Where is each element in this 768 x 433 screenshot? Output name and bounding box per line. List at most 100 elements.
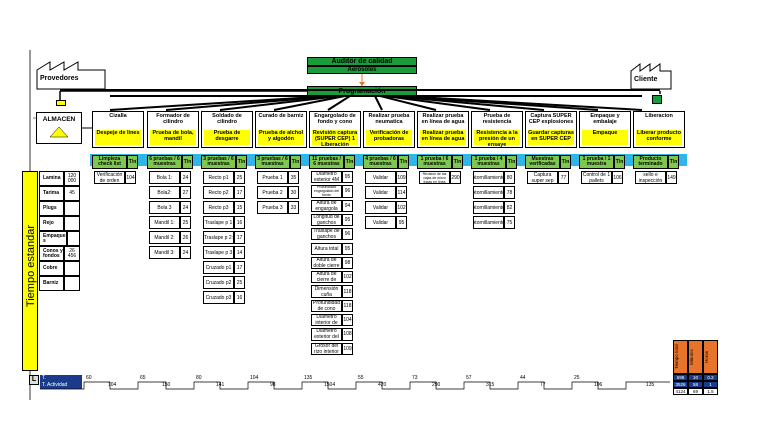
process-header: 3 pruebas / 6 muestras T/n	[201, 155, 247, 169]
process-header-label: Producto terminado	[633, 155, 668, 169]
process-item-value: 290	[450, 171, 461, 184]
process-item-label: Validar	[365, 201, 396, 214]
process-header-label: 1 prueba / 1 muestra	[579, 155, 614, 169]
summary-header-tiempo: Tiempo total	[673, 340, 688, 374]
process-header-tn: T/n	[668, 155, 679, 169]
process-header: Muestras verificadas T/n	[525, 155, 571, 169]
timeline-travel-value: 25	[574, 375, 580, 381]
process-header: 3 pruebas / 6 muestras T/n	[255, 155, 301, 169]
process-item-row: Bola 1: 24	[149, 171, 191, 184]
process-item-value: 26	[180, 231, 191, 244]
inventory-row: Lamina 120 000	[39, 171, 80, 186]
process-item-label: Cruzado p1	[203, 261, 234, 274]
process-header-tn: T/n	[506, 155, 517, 169]
process-item-value: 96	[342, 185, 353, 198]
process-box: Captura SUPER CEP explosiones Guardar ca…	[525, 111, 577, 148]
process-item-row: Verificación de orden 104	[94, 171, 136, 184]
process-box: Prueba de resistencia Resistencia a la p…	[471, 111, 523, 148]
process-header-label: 4 pruebas / 6 muestras	[363, 155, 398, 169]
timeline-activity-value: 106	[594, 382, 603, 388]
process-item-label: Validar	[365, 186, 396, 199]
inventory-item-value	[64, 276, 80, 291]
process-item-label: Traslape p 1	[203, 216, 234, 229]
process-box: Cizalla Despeje de lines	[92, 111, 144, 148]
inventory-item-value	[64, 201, 80, 216]
summary-cell: 69	[688, 388, 703, 395]
process-item-value: 106	[612, 171, 623, 184]
process-box: Curado de barniz Prueba de alchol y algo…	[255, 111, 307, 148]
process-header: 1 prueba / 1 muestra T/n	[579, 155, 625, 169]
process-item-label: Profundidad de cono	[311, 299, 342, 312]
inventory-item-label: Cobre	[39, 261, 64, 276]
process-item-label: Captura super sep	[527, 171, 558, 184]
process-title: Curado de barniz	[258, 113, 304, 119]
tiempo-estandar-bar	[22, 171, 38, 371]
suppliers-label: Provedores	[40, 75, 79, 82]
process-item-row: Altura de engargola 94	[311, 199, 353, 212]
process-header: 11 pruebas / 6 muestras T/n	[309, 155, 355, 169]
process-item-row: Validar 95	[365, 216, 407, 229]
timeline-travel-value: 55	[358, 375, 364, 381]
process-item-row: Revisión de las cajas de micro fugas en …	[419, 171, 461, 184]
process-item-label: Altura de engargola	[311, 199, 342, 212]
process-box: Realizar prueba en línea de agua Realiza…	[417, 111, 469, 148]
process-header-tn: T/n	[236, 155, 247, 169]
process-item-label: Altura de cierre de	[311, 271, 342, 284]
process-item-value: 17	[234, 231, 245, 244]
supplier-factory-icon	[36, 61, 106, 90]
process-item-value: 114	[396, 186, 407, 199]
timeline-travel-value: 73	[412, 375, 418, 381]
process-item-label: Verificación de orden	[94, 171, 125, 184]
process-item-value: 24	[180, 171, 191, 184]
process-item-value: 108	[342, 328, 353, 341]
process-item-row: Grosor del rizo interior 109	[311, 342, 353, 355]
process-item-value: 14	[234, 246, 245, 259]
timeline-label-b: T. Actividad	[40, 382, 82, 389]
process-item-value: 104	[342, 314, 353, 327]
timeline-activity-value: 315	[486, 382, 495, 388]
process-item-label: Cruzado p3	[203, 291, 234, 304]
process-header-label: 11 pruebas / 6 muestras	[309, 155, 344, 169]
process-item-label: Traslape p 2:	[203, 231, 234, 244]
process-item-row: Recto p1 25	[203, 171, 245, 184]
timeline-activity-value: 98	[270, 382, 276, 388]
timeline-travel-value: 80	[196, 375, 202, 381]
process-item-row: sello e inspección 149	[635, 171, 677, 184]
process-header-label: 3 pruebas / 6 muestras	[201, 155, 236, 169]
inventory-triangle-icon	[49, 126, 69, 138]
process-item-row: Prueba 3 33	[257, 201, 299, 214]
inventory-item-value: 26 456	[64, 246, 80, 261]
process-item-row: Longitud de ganchos 95	[311, 213, 353, 227]
process-item-row: Recto p3 15	[203, 201, 245, 214]
process-subtitle: Empaque	[582, 130, 628, 145]
process-title: Realizar prueba neumatica	[368, 113, 410, 125]
process-item-value: 95	[342, 242, 353, 255]
process-title: Liberacion	[645, 113, 673, 119]
inventory-item-label: Conos y fondos	[39, 246, 64, 261]
process-item-value: 16	[234, 291, 245, 304]
summary-header-horas: Horas	[703, 340, 718, 374]
process-item-label: Revisión de las cajas de micro fugas en …	[419, 171, 450, 184]
process-box: Formador de cilindro Prueba de bola, man…	[147, 111, 199, 148]
summary-cell: 3526	[673, 381, 688, 388]
process-item-row: Mandil 2: 26	[149, 231, 191, 244]
process-item-row: Atornillamiento 82	[473, 201, 515, 214]
process-item-label: Diámetro exterior 4M	[311, 171, 342, 184]
process-item-value: 102	[342, 271, 353, 284]
process-item-value: 17	[234, 261, 245, 274]
inventory-row: Plugs	[39, 201, 80, 216]
process-item-label: Diámetro interior de	[311, 314, 342, 327]
process-item-value: 15	[234, 201, 245, 214]
process-item-value: 25	[234, 171, 245, 184]
process-item-row: Bola 3 24	[149, 201, 191, 214]
process-header-tn: T/n	[290, 155, 301, 169]
process-subtitle: Prueba de desgarre	[204, 130, 250, 145]
process-item-value: 35	[288, 171, 299, 184]
process-item-row: Validar 109	[365, 171, 407, 184]
process-subtitle: Prueba de bola, mandil	[150, 130, 196, 145]
process-item-row: Prueba 2 30	[257, 186, 299, 199]
process-item-value: 77	[558, 171, 569, 184]
